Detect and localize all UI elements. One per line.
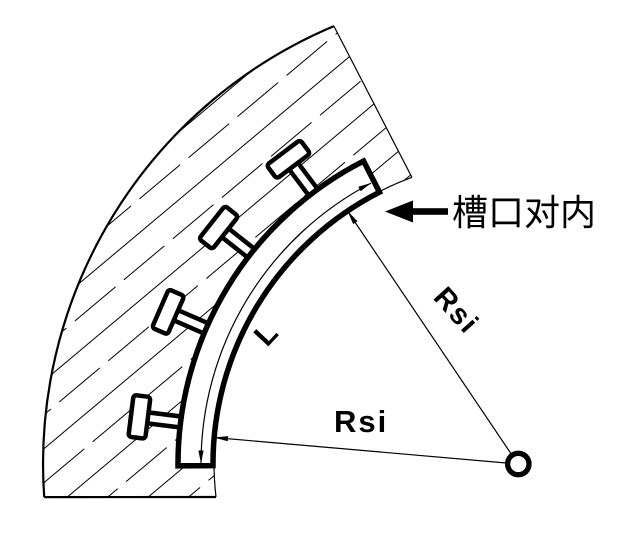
slot-inward-label: 槽口对内 (452, 192, 596, 233)
arc-length-arrow-top-icon (358, 183, 371, 192)
arc-length-dimension (198, 182, 372, 464)
anchor-stud-3 (150, 287, 215, 338)
stud-head (126, 393, 153, 441)
radius-label-upper: Rsi (427, 281, 485, 340)
stud-head (150, 287, 186, 336)
stud-head (197, 204, 240, 251)
top-joint-edge (333, 25, 413, 178)
slot-inward-callout (385, 200, 448, 223)
radius-arrow-lower-icon (214, 436, 229, 442)
curved-channel-body (175, 157, 384, 469)
extrados-arc-edge (41, 25, 335, 498)
radius-leader-lower-line (213, 436, 519, 465)
anchor-stud-4 (126, 393, 187, 441)
slot-inward-arrowhead-icon (385, 200, 413, 223)
radius-leader-upper-line (347, 210, 519, 465)
concrete-hatch-fill (43, 26, 412, 498)
radius-leader-upper (347, 210, 519, 465)
stud-head (265, 138, 312, 180)
radius-arrow-upper-icon (347, 211, 358, 225)
slot-inward-arrow-shaft (411, 208, 448, 215)
arc-center-point (504, 450, 532, 478)
radius-leader-lower (213, 436, 519, 465)
radius-label-lower: Rsi (334, 404, 388, 439)
arc-length-arrow-bottom-icon (198, 450, 204, 464)
arc-length-dimension-line (200, 182, 372, 464)
arc-length-label: L (248, 315, 286, 352)
